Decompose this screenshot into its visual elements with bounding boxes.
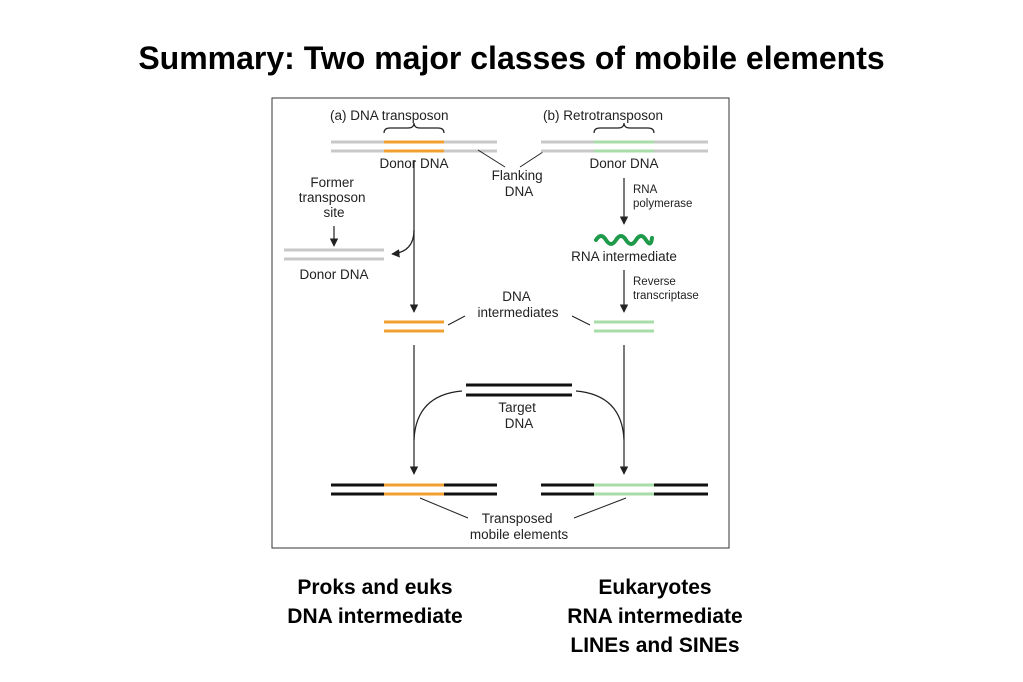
donor-dna-a — [331, 140, 497, 153]
caption-line: LINEs and SINEs — [570, 634, 740, 657]
rna-intermediate-wave — [594, 234, 654, 246]
transposed-pointer-b — [573, 497, 627, 519]
flanking-pointer-a — [477, 149, 506, 168]
target-curve-right — [575, 390, 625, 441]
target-dna — [466, 383, 572, 397]
caption-dna-transposons: Proks and euks DNA intermediate — [250, 573, 500, 631]
panel-b-label: (b) Retrotransposon — [543, 108, 663, 123]
rna-intermediate-label: RNA intermediate — [571, 249, 677, 264]
slide-title: Summary: Two major classes of mobile ele… — [138, 40, 885, 76]
target-dna-label: Target DNA — [498, 400, 539, 431]
transposed-element-a — [331, 483, 497, 496]
dna-intermediates-label: DNA intermediates — [477, 289, 558, 320]
transposed-elements-label: Transposed mobile elements — [470, 511, 569, 542]
flanking-pointer-b — [519, 149, 547, 168]
intermediates-pointer-a — [447, 315, 466, 326]
donor-dna-b — [541, 140, 708, 153]
caption-retrotransposons: Eukaryotes RNA intermediate LINEs and SI… — [530, 573, 780, 660]
caption-line: DNA intermediate — [287, 605, 463, 628]
transposon-brace-a — [383, 122, 445, 134]
donor-dna-b-label: Donor DNA — [589, 156, 658, 171]
transposed-pointer-a — [419, 497, 469, 519]
caption-line: Proks and euks — [297, 576, 453, 599]
donor-dna-after — [284, 248, 384, 261]
reverse-transcriptase-label: Reverse transcriptase — [633, 276, 699, 302]
donor-dna-after-label: Donor DNA — [299, 267, 368, 282]
transposon-brace-b — [593, 122, 655, 134]
rna-polymerase-label: RNA polymerase — [633, 184, 692, 210]
flanking-dna-label: Flanking DNA — [492, 168, 547, 199]
caption-line: RNA intermediate — [567, 605, 743, 628]
target-curve-left — [413, 390, 463, 441]
intermediates-pointer-b — [571, 315, 591, 326]
transposed-element-b — [541, 483, 708, 496]
caption-line: Eukaryotes — [598, 576, 712, 599]
dna-intermediate-b — [594, 320, 654, 333]
panel-a-label: (a) DNA transposon — [330, 108, 449, 123]
figure-frame — [271, 97, 730, 549]
former-site-label: Former transposon site — [299, 175, 370, 220]
dna-intermediate-a — [384, 320, 444, 333]
